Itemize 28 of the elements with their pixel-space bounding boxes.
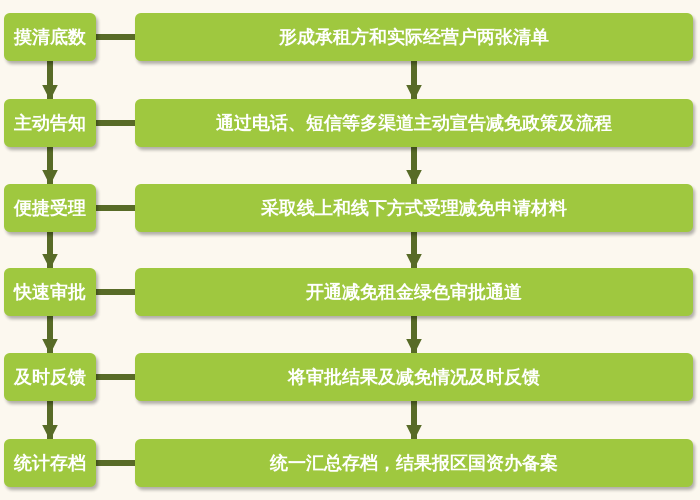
step-detail-box: 形成承租方和实际经营户两张清单: [135, 13, 693, 61]
step-detail-box: 统一汇总存档，结果报区国资办备案: [135, 439, 693, 487]
arrow: [406, 147, 422, 186]
step-detail-box: 开通减免租金绿色审批通道: [135, 268, 693, 316]
connector-line: [96, 205, 135, 211]
step-detail-box: 将审批结果及减免情况及时反馈: [135, 353, 693, 401]
connector-line: [96, 120, 135, 126]
arrow: [42, 401, 58, 441]
arrow: [406, 232, 422, 270]
connector-line: [96, 374, 135, 380]
arrow: [406, 61, 422, 101]
step-box: 统计存档: [4, 439, 96, 487]
connector-line: [96, 34, 135, 40]
step-box: 主动告知: [4, 99, 96, 147]
step-detail-box: 通过电话、短信等多渠道主动宣告减免政策及流程: [135, 99, 693, 147]
connector-line: [96, 289, 135, 295]
connector-line: [96, 460, 135, 466]
arrow: [42, 232, 58, 270]
arrow: [42, 147, 58, 186]
arrow: [406, 401, 422, 441]
arrow: [406, 316, 422, 355]
step-box: 摸清底数: [4, 13, 96, 61]
step-box: 便捷受理: [4, 184, 96, 232]
arrow: [42, 61, 58, 101]
step-box: 及时反馈: [4, 353, 96, 401]
arrow: [42, 316, 58, 355]
step-detail-box: 采取线上和线下方式受理减免申请材料: [135, 184, 693, 232]
step-box: 快速审批: [4, 268, 96, 316]
